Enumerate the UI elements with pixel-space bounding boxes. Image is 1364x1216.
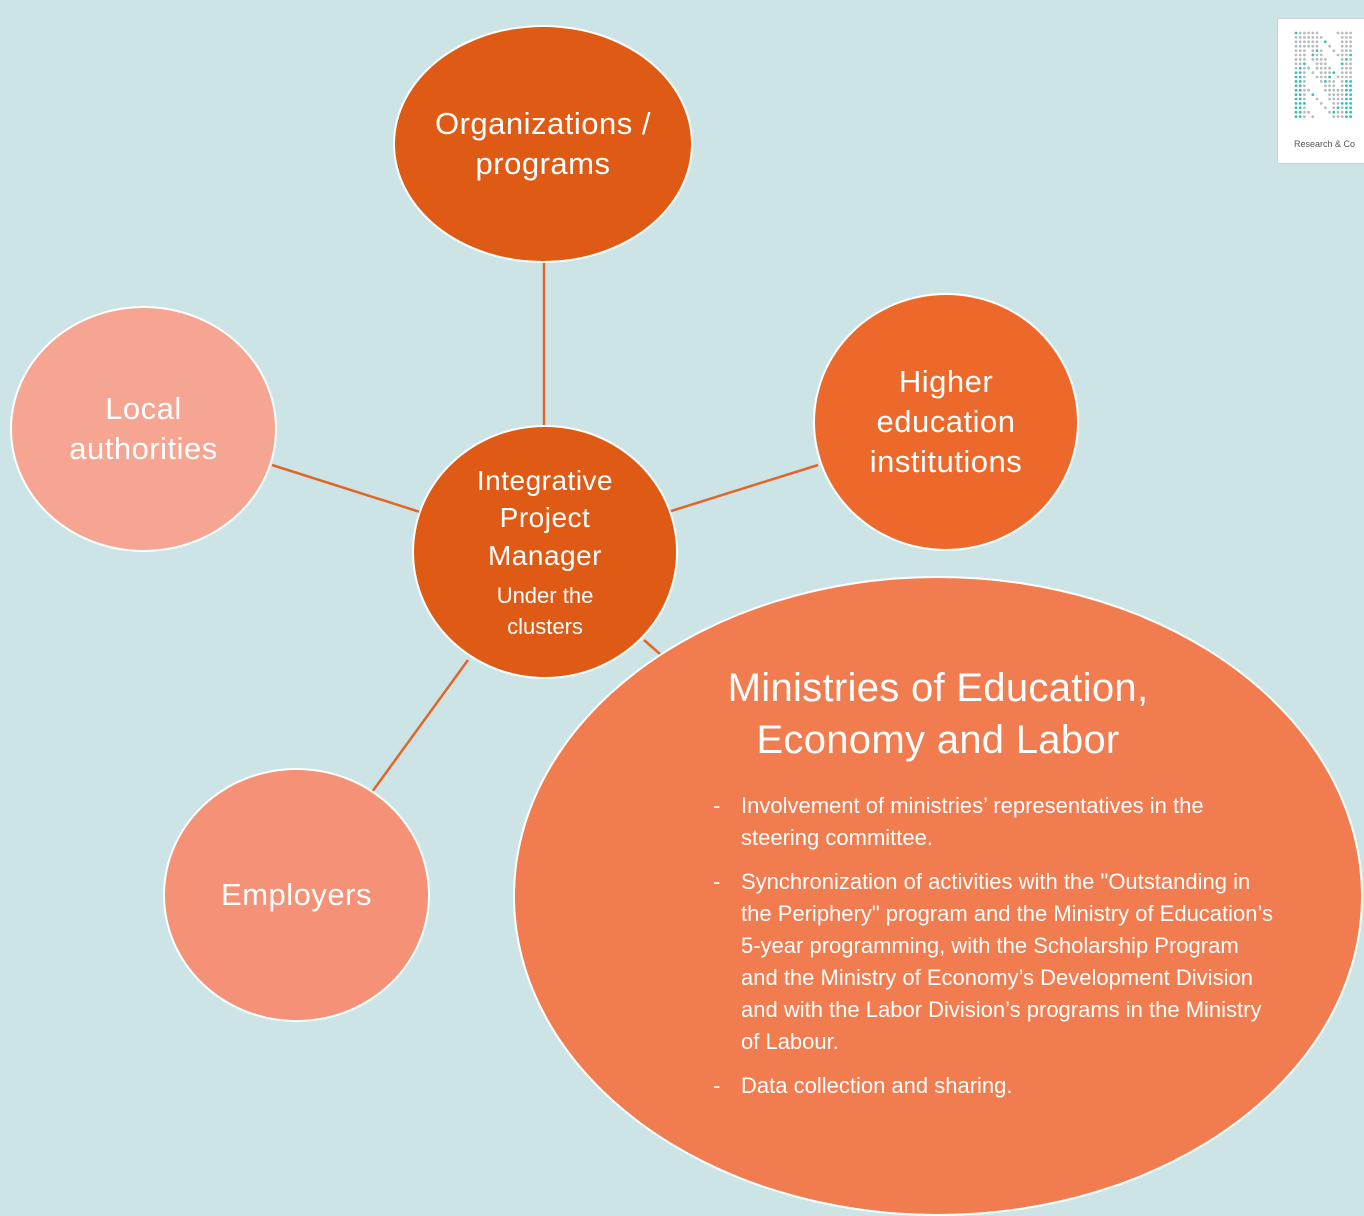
bullet-item: -Data collection and sharing. [713,1073,1013,1098]
connector-ministries [643,639,661,655]
ministries-bullet-list: -Involvement of ministries’ representati… [713,790,1273,1114]
node-integrative-project-manager: Integrative Project Manager Under the cl… [412,425,678,679]
node-ministries: Ministries of Education, Economy and Lab… [513,576,1363,1216]
node-local-authorities-title: Local authorities [69,390,218,466]
connector-local-authorities [271,463,421,514]
node-organizations-title: Organizations / programs [435,105,651,181]
node-ministries-title: Ministries of Education, Economy and Lab… [727,666,1149,762]
bullet-item: -Involvement of ministries’ representati… [713,793,1204,850]
node-local-authorities: Local authorities [10,306,277,552]
logo-dot-pattern-icon [1294,31,1352,118]
node-center-title: Integrative Project Manager [476,464,614,572]
node-organizations: Organizations / programs [393,25,693,263]
bullet-item: -Synchronization of activities with the … [713,869,1274,1054]
bullet-text: Involvement of ministries’ representativ… [741,793,1204,850]
node-higher-education: Higher education institutions [813,293,1079,551]
bullet-text: Data collection and sharing. [741,1073,1013,1098]
connector-higher-education [667,463,819,514]
node-higher-education-title: Higher education institutions [869,363,1023,480]
connector-employers [370,659,470,793]
organization-logo: Research & Co [1277,18,1364,164]
node-employers-title: Employers [221,876,372,912]
logo-text: Research & Co [1294,139,1356,149]
node-center-subtitle: Under the clusters [496,582,594,639]
node-employers: Employers [163,768,430,1022]
bullet-text: Synchronization of activities with the "… [741,869,1274,1054]
